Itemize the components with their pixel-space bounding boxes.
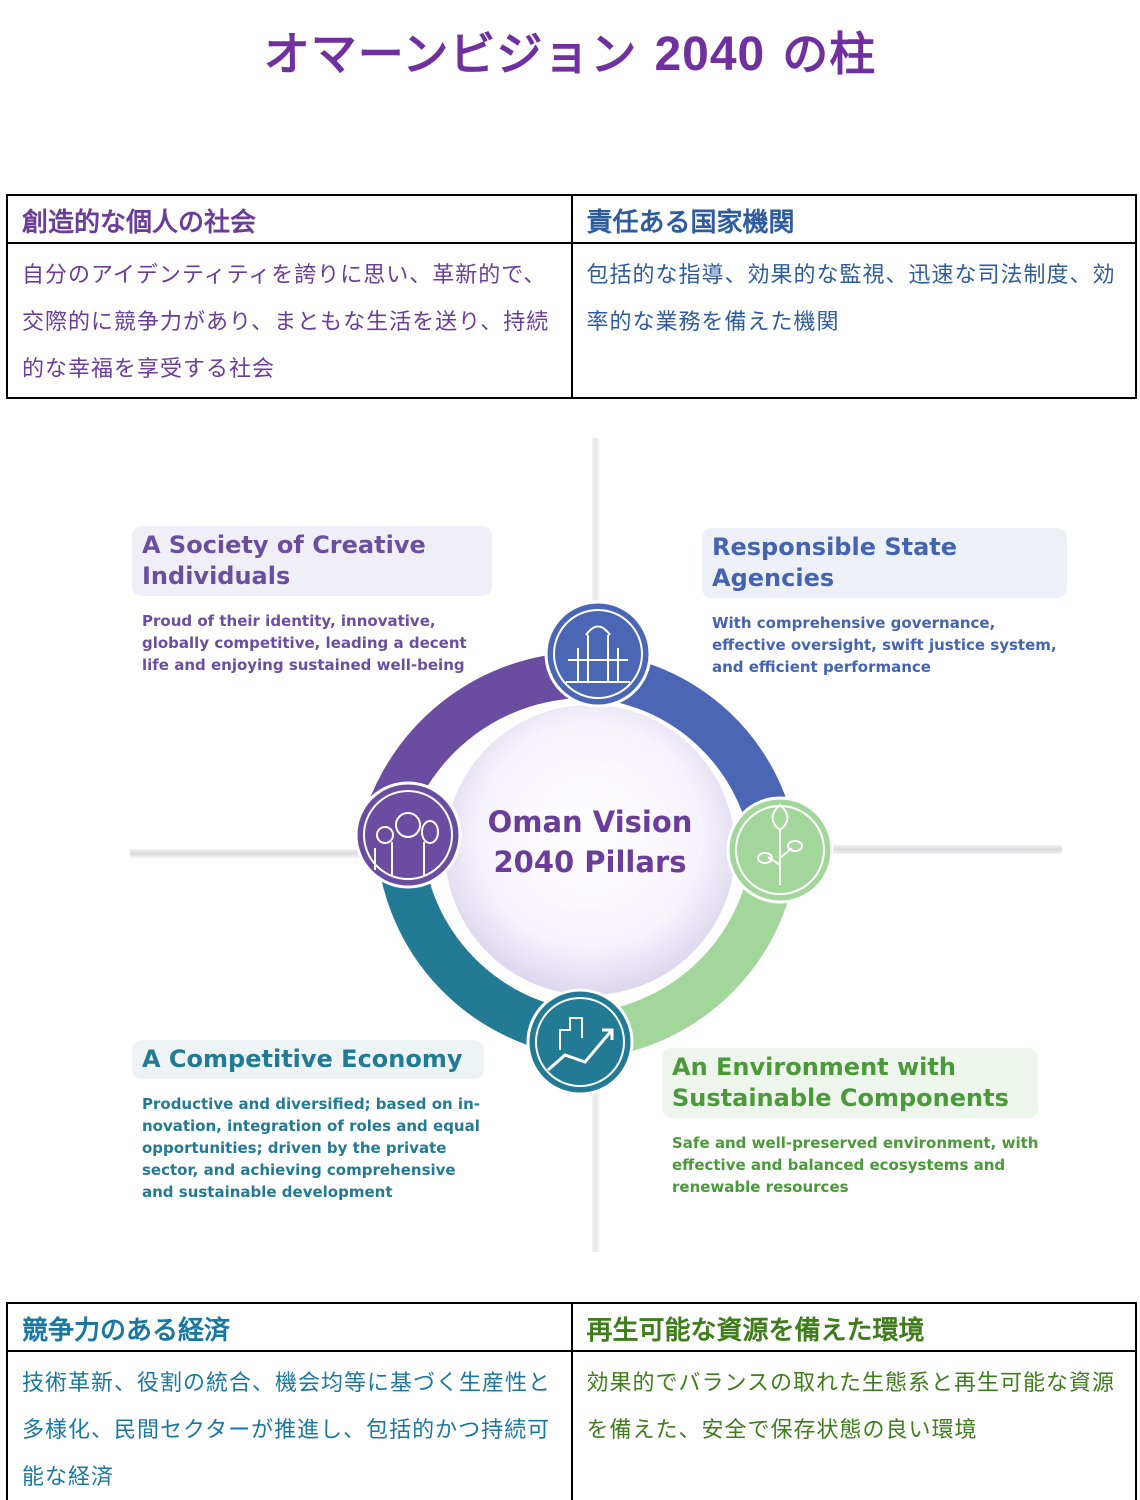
economy-heading: 競争力のある経済 (6, 1302, 573, 1352)
divider-line-top (592, 438, 600, 688)
title-prefix: オマーンビジョン (263, 27, 638, 81)
pillar-environment: An Environment with Sustainable Componen… (662, 1048, 1042, 1198)
agencies-description: 包括的な指導、効果的な監視、迅速な司法制度、効率的な業務を備えた機関 (570, 242, 1137, 399)
divider-line-left (130, 849, 375, 858)
title-number: 2040 (654, 28, 766, 81)
pillar-society: A Society of Creative Individuals Proud … (132, 526, 492, 676)
people-icon (354, 781, 462, 889)
page-title: オマーンビジョン 2040 の柱 (0, 18, 1140, 84)
pillar-description: Productive and diversified; based on in-… (142, 1095, 480, 1201)
pillars-table-bottom: 競争力のある経済 再生可能な資源を備えた環境 技術革新、役割の統合、機会均等に基… (6, 1302, 1137, 1500)
society-heading: 創造的な個人の社会 (6, 194, 573, 244)
environment-description: 効果的でバランスの取れた生態系と再生可能な資源を備えた、安全で保存状態の良い環境 (570, 1350, 1137, 1500)
oman-vision-infographic: Oman Vision 2040 Pillars A Society of Cr… (120, 430, 1070, 1260)
pillar-title: An Environment with Sustainable Componen… (662, 1048, 1038, 1118)
divider-line-right (820, 845, 1062, 854)
pillars-table-top: 創造的な個人の社会 責任ある国家機関 自分のアイデンティティを誇りに思い、革新的… (6, 194, 1137, 399)
pillar-description: Proud of their identity, innovative, glo… (142, 612, 467, 674)
center-label: Oman Vision 2040 Pillars (460, 802, 720, 882)
pillar-agencies: Responsible State Agencies With comprehe… (702, 528, 1067, 678)
growth-chart-icon (526, 988, 634, 1096)
economy-description: 技術革新、役割の統合、機会均等に基づく生産性と多様化、民間セクターが推進し、包括… (6, 1350, 573, 1500)
title-suffix: の柱 (782, 27, 877, 81)
pillar-description: Safe and well-preserved environment, wit… (672, 1134, 1039, 1196)
divider-line-bottom (592, 1030, 600, 1252)
environment-heading: 再生可能な資源を備えた環境 (570, 1302, 1137, 1352)
society-description: 自分のアイデンティティを誇りに思い、革新的で、交際的に競争力があり、まともな生活… (6, 242, 573, 399)
pillar-economy: A Competitive Economy Productive and div… (132, 1040, 492, 1203)
pillar-description: With comprehensive governance, effective… (712, 614, 1057, 676)
pillar-title: A Society of Creative Individuals (132, 526, 492, 596)
agencies-heading: 責任ある国家機関 (570, 194, 1137, 244)
center-label-line1: Oman Vision (487, 805, 693, 839)
pillar-title: A Competitive Economy (132, 1040, 484, 1079)
pillar-title: Responsible State Agencies (702, 528, 1067, 598)
plant-sprout-icon (726, 796, 834, 904)
center-label-line2: 2040 Pillars (493, 845, 687, 879)
